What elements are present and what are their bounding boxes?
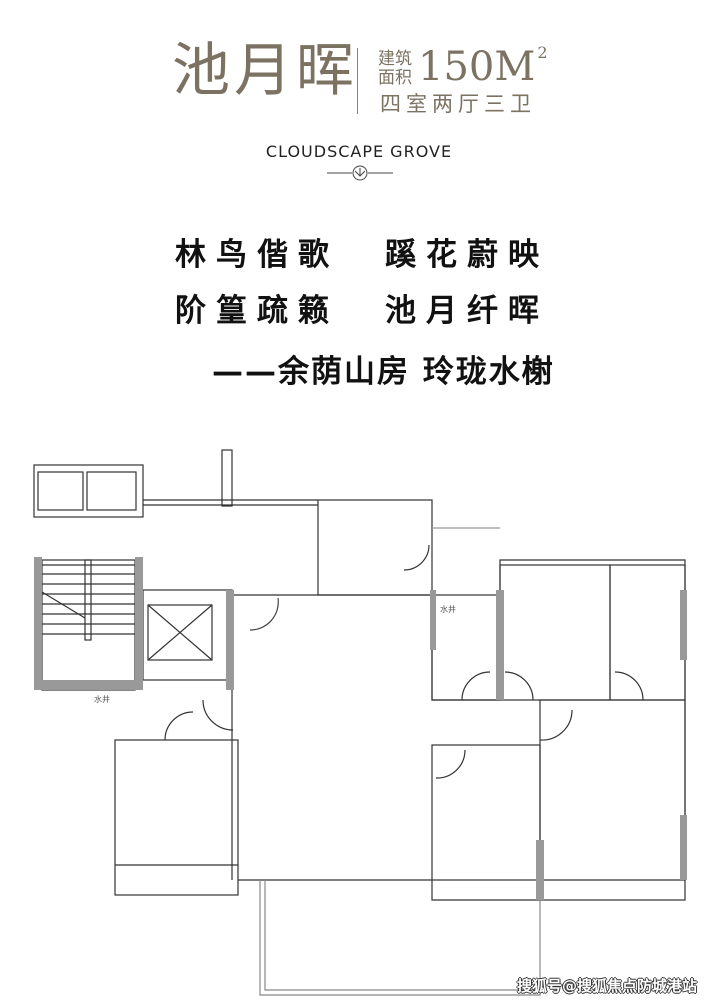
area-label: 建筑面积: [378, 49, 412, 88]
english-name: CLOUDSCAPE GROVE: [265, 142, 453, 161]
plan-title: 池月晖: [172, 36, 359, 104]
area-unit-superscript: 2: [537, 43, 548, 62]
watermark: 搜狐号@搜狐焦点防城港站: [517, 977, 698, 995]
room-layout: 四室两厅三卫: [380, 92, 536, 116]
water-well-label-2: 水井: [440, 604, 456, 614]
stair-top-box: [33, 464, 144, 518]
staircase: [41, 559, 136, 691]
title-divider: [357, 48, 358, 114]
bottom-balcony: [259, 880, 541, 996]
living-room: [232, 559, 686, 901]
poem-line-1b: 蹊花蔚映: [385, 237, 549, 273]
poem-line-1a: 林鸟偕歌: [175, 237, 339, 273]
area-row: 建筑面积 150M 2: [378, 43, 548, 91]
emblem-icon: [327, 165, 393, 181]
water-well-label-1: 水井: [94, 694, 110, 704]
bedroom-1: [499, 564, 611, 701]
poem-line-2a: 阶篁疏籁: [175, 293, 339, 329]
bedroom-4: [114, 739, 239, 896]
master-bedroom: [539, 699, 686, 901]
poem-line-2b: 池月纤晖: [385, 293, 549, 329]
bedroom-3: [431, 744, 541, 881]
elevator-shaft: [142, 589, 233, 681]
kitchen: [317, 499, 433, 596]
area-value: 150M: [418, 44, 536, 90]
poem-attribution: ——余荫山房 玲珑水榭: [212, 354, 555, 390]
bedroom-2: [609, 564, 686, 701]
